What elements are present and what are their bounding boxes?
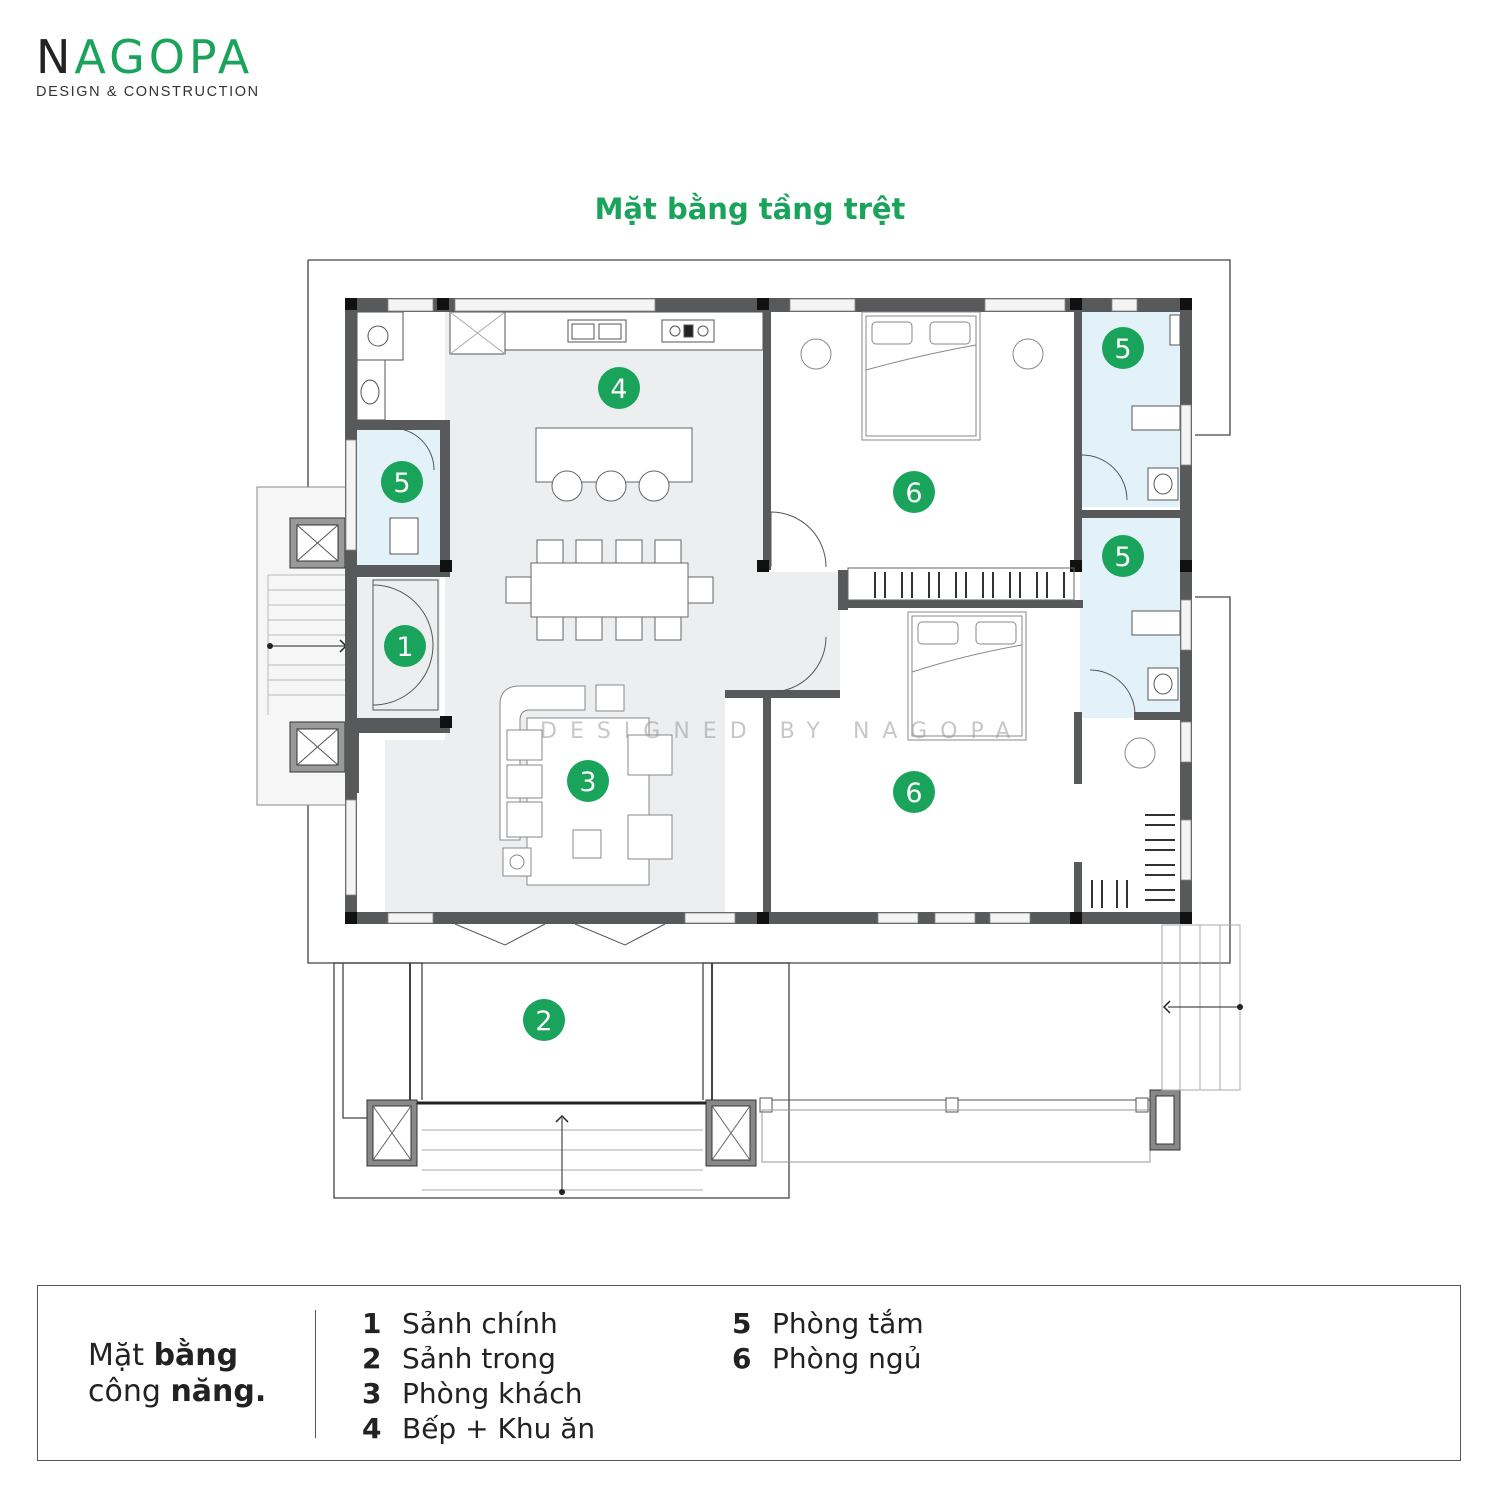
kitchen-island [535, 427, 693, 502]
legend-item-number: 2 [362, 1342, 382, 1375]
brand-tagline: DESIGN & CONSTRUCTION [36, 84, 260, 100]
kitchen-counter [356, 311, 764, 421]
bedroom-1-furniture [800, 311, 1044, 441]
legend-item-number: 5 [732, 1307, 752, 1340]
legend-item-number: 1 [362, 1307, 382, 1340]
badge-room-5-left-label: 5 [393, 468, 410, 499]
legend-item-number: 4 [362, 1412, 382, 1445]
badge-room-5-left: 5 [381, 461, 423, 503]
legend-item: 1 Sảnh chính [362, 1306, 595, 1341]
legend-item-label: Sảnh trong [402, 1342, 556, 1375]
bedroom-2-furniture [907, 611, 1156, 769]
badge-room-5-top-right-label: 5 [1114, 334, 1131, 365]
legend-heading-line-2-bold: năng. [170, 1374, 267, 1409]
wardrobe-frame [847, 567, 1075, 601]
legend-item: 6 Phòng ngủ [732, 1341, 924, 1376]
legend-heading-line-1-light: Mặt [88, 1338, 154, 1373]
windows [345, 298, 1192, 924]
wardrobe [874, 572, 1175, 908]
legend-item-number: 3 [362, 1377, 382, 1410]
legend-item-label: Phòng tắm [772, 1307, 924, 1340]
badge-room-6-bottom: 6 [893, 771, 935, 813]
front-porch [366, 963, 1181, 1195]
floor-plan: DESIGNED BY NAGOPA 1 2 3 4 5 5 5 6 6 [256, 259, 1243, 1199]
side-stairs [256, 486, 351, 806]
legend-heading-line-1-bold: bằng [153, 1338, 239, 1373]
badge-room-4-label: 4 [610, 374, 627, 405]
plan-title: Mặt bằng tầng trệt [594, 192, 906, 226]
living-sofa [499, 684, 673, 886]
doors [372, 427, 1136, 946]
legend-item: 4 Bếp + Khu ăn [362, 1411, 595, 1446]
legend-item-label: Phòng ngủ [772, 1342, 922, 1375]
brand-wordmark-rest: AGOPA [74, 30, 254, 84]
badge-room-1-label: 1 [396, 632, 413, 663]
legend-item-label: Sảnh chính [402, 1307, 558, 1340]
badge-room-2-label: 2 [535, 1006, 552, 1037]
legend-item-label: Phòng khách [402, 1377, 583, 1410]
brand-logo: NAGOPA DESIGN & CONSTRUCTION [36, 34, 260, 100]
badge-room-1: 1 [384, 625, 426, 667]
legend-heading-line-2-light: công [88, 1374, 171, 1409]
badge-room-2: 2 [523, 999, 565, 1041]
legend-heading: Mặt bằng công năng. [88, 1338, 266, 1410]
dining-table [505, 539, 714, 641]
legend-column-2: 5 Phòng tắm 6 Phòng ngủ [732, 1306, 924, 1376]
badge-room-6-top-label: 6 [905, 478, 922, 509]
legend-item: 5 Phòng tắm [732, 1306, 924, 1341]
legend-item-label: Bếp + Khu ăn [402, 1412, 596, 1445]
legend-heading-line-2: công năng. [88, 1374, 266, 1410]
legend-item: 3 Phòng khách [362, 1376, 595, 1411]
legend-item-number: 6 [732, 1342, 752, 1375]
badge-room-5-mid-right: 5 [1102, 535, 1144, 577]
badge-room-4: 4 [598, 367, 640, 409]
legend-item: 2 Sảnh trong [362, 1341, 595, 1376]
brand-wordmark: NAGOPA [36, 34, 260, 80]
legend-box: Mặt bằng công năng. 1 Sảnh chính 2 Sảnh tr… [37, 1285, 1461, 1461]
badge-room-3: 3 [567, 760, 609, 802]
plan-watermark: DESIGNED BY NAGOPA [540, 719, 1023, 744]
badge-room-5-mid-right-label: 5 [1114, 542, 1131, 573]
right-stairs [1161, 924, 1243, 1091]
badge-room-6-top: 6 [893, 471, 935, 513]
legend-heading-line-1: Mặt bằng [88, 1338, 266, 1374]
badge-room-3-label: 3 [579, 767, 596, 798]
bath-fixtures [389, 314, 1181, 701]
columns [345, 298, 1192, 924]
legend-column-1: 1 Sảnh chính 2 Sảnh trong 3 Phòng khách 4 Bế… [362, 1306, 595, 1446]
badge-room-5-top-right: 5 [1102, 327, 1144, 369]
brand-wordmark-initial: N [36, 30, 75, 84]
badge-room-6-bottom-label: 6 [905, 778, 922, 809]
legend-divider [315, 1310, 316, 1438]
